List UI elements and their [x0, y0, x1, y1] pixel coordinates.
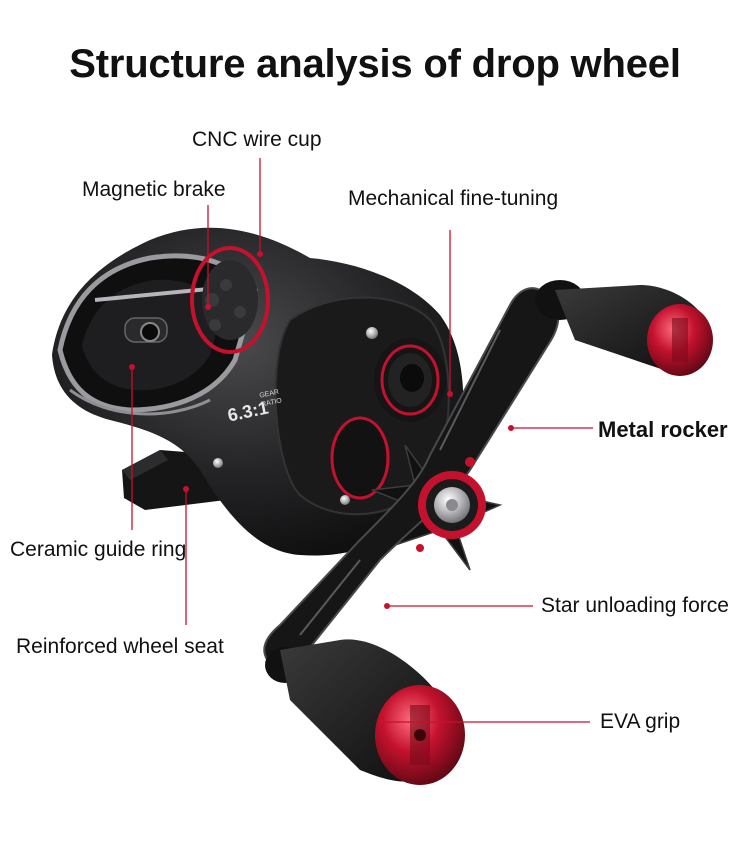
leader-lines	[129, 158, 593, 725]
label-ceramic-guide-ring: Ceramic guide ring	[10, 538, 187, 561]
cast-control-knob	[374, 338, 446, 422]
label-star-unloading-force: Star unloading force	[541, 594, 729, 617]
label-magnetic-brake: Magnetic brake	[82, 178, 226, 201]
label-reinforced-wheel-seat: Reinforced wheel seat	[16, 635, 224, 658]
reel-body	[52, 227, 464, 556]
label-mechanical-fine-tuning: Mechanical fine-tuning	[348, 187, 559, 210]
svg-text:RATIO: RATIO	[261, 397, 283, 408]
handle-arm	[263, 287, 560, 669]
label-cnc-wire-cup: CNC wire cup	[192, 128, 322, 151]
upper-grip	[535, 280, 713, 376]
page-title: Structure analysis of drop wheel	[69, 42, 681, 86]
label-metal-rocker: Metal rocker	[598, 417, 728, 442]
svg-text:GEAR: GEAR	[259, 389, 280, 400]
lower-grip	[265, 639, 465, 785]
label-eva-grip: EVA grip	[600, 710, 681, 733]
